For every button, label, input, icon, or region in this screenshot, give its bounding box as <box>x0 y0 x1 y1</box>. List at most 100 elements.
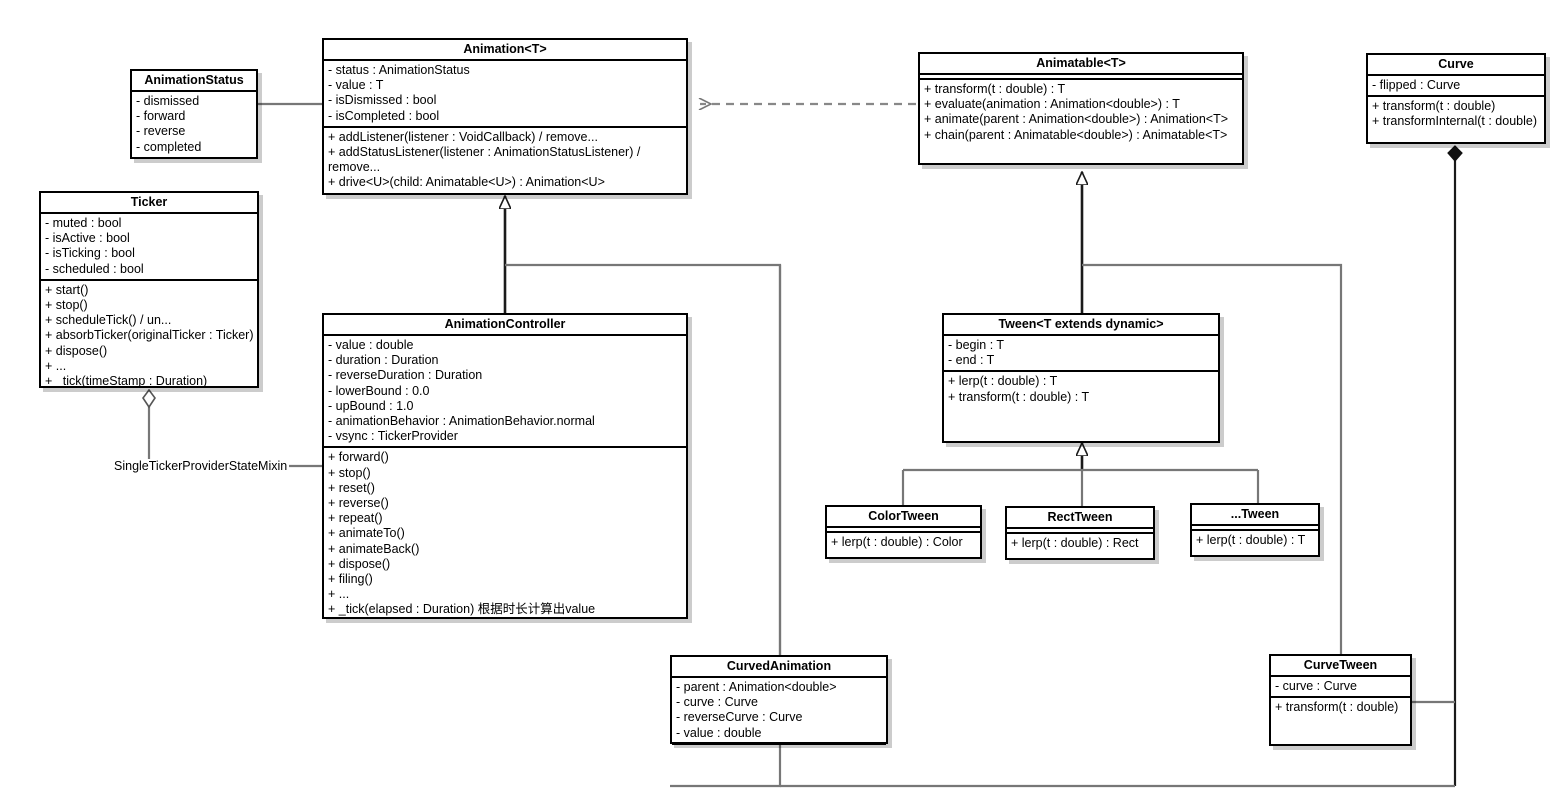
methods-compartment: + forward() + stop() + reset() + reverse… <box>324 448 686 619</box>
class-box-animation[interactable]: Animation<T> - status : AnimationStatus … <box>322 38 688 195</box>
edge-curve-composition <box>780 145 1463 788</box>
attributes-compartment <box>1192 526 1318 531</box>
attribute-row: - value : double <box>676 725 762 740</box>
attributes-compartment: - parent : Animation<double> - curve : C… <box>672 678 886 745</box>
method-row: + evaluate(animation : Animation<double>… <box>924 97 1180 112</box>
method-row: + stop() <box>45 298 88 313</box>
method-row: + transform(t : double) : T <box>924 82 1066 96</box>
method-row: + drive<U>(child: Animatable<U>) : Anima… <box>328 175 605 190</box>
class-box-animationcontroller[interactable]: AnimationController - value : double - d… <box>322 313 688 619</box>
attribute-row: - reverseCurve : Curve <box>676 710 803 725</box>
method-row: + lerp(t : double) : T <box>948 374 1058 389</box>
attribute-row: - muted : bool <box>45 216 122 230</box>
class-box-curve[interactable]: Curve - flipped : Curve + transform(t : … <box>1366 53 1546 144</box>
class-box-curvedanimation[interactable]: CurvedAnimation - parent : Animation<dou… <box>670 655 888 745</box>
attributes-compartment: - dismissed - forward - reverse - comple… <box>132 92 256 157</box>
class-box-colortween[interactable]: ColorTween + lerp(t : double) : Color <box>825 505 982 559</box>
attribute-row: - reverse <box>136 124 186 139</box>
attribute-row: - scheduled : bool <box>45 261 144 276</box>
method-row: + transform(t : double) <box>1275 700 1399 715</box>
methods-compartment: + lerp(t : double) : Color <box>827 533 980 552</box>
attributes-compartment: - muted : bool - isActive : bool - isTic… <box>41 214 257 281</box>
method-row: + transform(t : double) <box>1372 99 1496 114</box>
class-box-tween[interactable]: Tween<T extends dynamic> - begin : T - e… <box>942 313 1220 443</box>
class-title: AnimationStatus <box>132 71 256 92</box>
methods-compartment: + transform(t : double) <box>1271 698 1410 717</box>
attribute-row: - begin : T <box>948 338 1005 352</box>
class-box-recttween[interactable]: RectTween + lerp(t : double) : Rect <box>1005 506 1155 560</box>
method-row: + animate(parent : Animation<double>) : … <box>924 112 1229 127</box>
method-row: + reverse() <box>328 496 389 511</box>
edge-tween-subclasses <box>901 443 1260 506</box>
attribute-row: - vsync : TickerProvider <box>328 429 458 444</box>
class-title: ...Tween <box>1192 505 1318 526</box>
class-title: AnimationController <box>324 315 686 336</box>
method-row: + repeat() <box>328 511 383 526</box>
method-row: + ... <box>328 587 350 602</box>
attribute-row: - reverseDuration : Duration <box>328 368 483 383</box>
method-row: + dispose() <box>328 556 391 571</box>
methods-compartment <box>672 745 886 748</box>
attribute-row: - status : AnimationStatus <box>328 63 470 77</box>
attributes-compartment <box>827 528 980 533</box>
attribute-row: - isTicking : bool <box>45 246 135 261</box>
attribute-row: - curve : Curve <box>676 695 758 710</box>
methods-compartment: + lerp(t : double) : Rect <box>1007 534 1153 553</box>
class-box-curvetween[interactable]: CurveTween - curve : Curve + transform(t… <box>1269 654 1412 746</box>
method-row: + animateBack() <box>328 541 420 556</box>
attributes-compartment <box>920 75 1242 80</box>
class-title: ColorTween <box>827 507 980 528</box>
attributes-compartment: - curve : Curve <box>1271 677 1410 699</box>
class-title: Curve <box>1368 55 1544 76</box>
attributes-compartment <box>1007 529 1153 534</box>
attribute-row: - value : T <box>328 78 384 93</box>
method-row: + lerp(t : double) : T <box>1196 533 1306 547</box>
method-row: + animateTo() <box>328 526 405 541</box>
method-row: + scheduleTick() / un... <box>45 313 172 328</box>
class-box-animatable[interactable]: Animatable<T> + transform(t : double) : … <box>918 52 1244 165</box>
class-title: Ticker <box>41 193 257 214</box>
method-row: + dispose() <box>45 343 108 358</box>
class-box-othertween[interactable]: ...Tween + lerp(t : double) : T <box>1190 503 1320 557</box>
attribute-row: - animationBehavior : AnimationBehavior.… <box>328 414 595 429</box>
class-title: CurveTween <box>1271 656 1410 677</box>
class-title: RectTween <box>1007 508 1153 529</box>
class-box-ticker[interactable]: Ticker - muted : bool - isActive : bool … <box>39 191 259 388</box>
attribute-row: - isCompleted : bool <box>328 108 440 123</box>
attribute-row: - dismissed <box>136 94 200 108</box>
methods-compartment: + lerp(t : double) : T <box>1192 531 1318 550</box>
attribute-row: - forward <box>136 109 186 124</box>
method-row: + start() <box>45 282 89 297</box>
attribute-row: - duration : Duration <box>328 353 439 368</box>
methods-compartment: + transform(t : double) : T + evaluate(a… <box>920 80 1242 145</box>
method-row: + reset() <box>328 480 375 495</box>
attribute-row: - curve : Curve <box>1275 679 1357 693</box>
attribute-row: - parent : Animation<double> <box>676 680 837 694</box>
method-row: + _tick(timeStamp : Duration) <box>45 374 208 389</box>
methods-compartment: + transform(t : double) + transformInter… <box>1368 97 1544 131</box>
attribute-row: - flipped : Curve <box>1372 78 1461 92</box>
attribute-row: - isActive : bool <box>45 231 130 246</box>
attribute-row: - value : double <box>328 338 414 352</box>
attribute-row: - end : T <box>948 353 995 368</box>
method-row: + transformInternal(t : double) <box>1372 114 1538 129</box>
method-row: + _tick(elapsed : Duration) 根据时长计算出value <box>328 602 596 617</box>
class-title: Animatable<T> <box>920 54 1242 75</box>
edge-curvetween-animatable <box>1082 263 1343 654</box>
attribute-row: - upBound : 1.0 <box>328 398 414 413</box>
method-row: + absorbTicker(originalTicker : Ticker) <box>45 328 254 343</box>
method-row: + ... <box>45 358 67 373</box>
methods-compartment: + start() + stop() + scheduleTick() / un… <box>41 281 257 391</box>
class-box-animationstatus[interactable]: AnimationStatus - dismissed - forward - … <box>130 69 258 159</box>
method-row: + addStatusListener(listener : Animation… <box>328 145 641 175</box>
attributes-compartment: - status : AnimationStatus - value : T -… <box>324 61 686 128</box>
method-row: + lerp(t : double) : Color <box>831 535 963 549</box>
attributes-compartment: - begin : T - end : T <box>944 336 1218 373</box>
method-row: + lerp(t : double) : Rect <box>1011 536 1139 550</box>
attribute-row: - isDismissed : bool <box>328 93 437 108</box>
attributes-compartment: - value : double - duration : Duration -… <box>324 336 686 449</box>
class-title: Animation<T> <box>324 40 686 61</box>
method-row: + chain(parent : Animatable<double>) : A… <box>924 127 1228 142</box>
